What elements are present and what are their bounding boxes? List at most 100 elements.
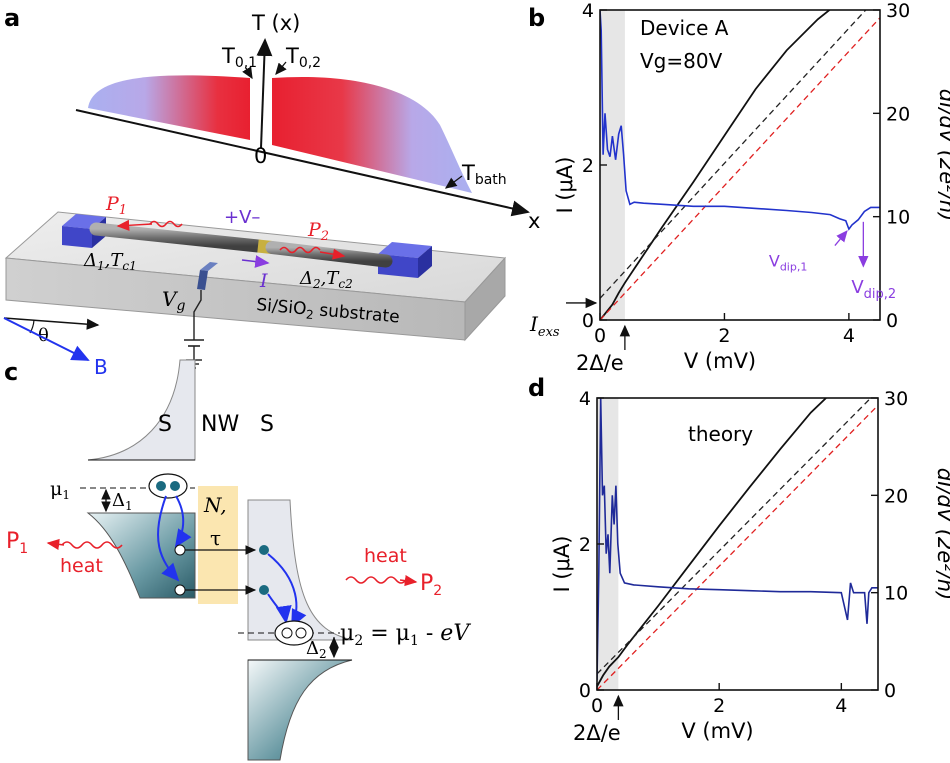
- theta-reference-line: [3, 317, 100, 330]
- x-tick-label: 4: [835, 695, 847, 717]
- heat-arrow-right: [399, 575, 418, 587]
- tau-label: τ: [210, 526, 221, 550]
- annotation-text: theory: [688, 422, 753, 446]
- electron-icon: [259, 585, 269, 595]
- voltage-label: +V–: [224, 207, 260, 228]
- n-label: N,: [203, 493, 227, 517]
- electron-icon: [156, 481, 166, 491]
- series-line-dashed-black: [597, 398, 872, 675]
- x-tick-label: 2: [713, 695, 725, 717]
- series-line-dashed-red: [597, 404, 878, 690]
- delta1-tc1-label: Δ1,Tc1: [83, 250, 137, 273]
- dip1-arrow: [834, 230, 848, 247]
- series-line-solid-blue: [600, 10, 880, 231]
- heat-label-right: heat: [364, 545, 407, 567]
- dip1-label: Vdip,1: [769, 251, 807, 273]
- series-line-solid-blue: [597, 398, 878, 681]
- current-label: I: [259, 270, 268, 292]
- series-line-solid: [597, 398, 828, 687]
- electron-icon: [170, 481, 180, 491]
- t02-arrow: [275, 61, 287, 75]
- t-axis-label: T (x): [251, 11, 300, 35]
- y-tick-label-left: 0: [582, 310, 594, 332]
- nanowire-right: [265, 241, 393, 268]
- p1-wiggle: [149, 220, 183, 228]
- hole-icon: [281, 627, 293, 639]
- substrate-side: [464, 256, 506, 342]
- left-s-label: S: [158, 412, 172, 437]
- right-upper-band: [247, 499, 353, 641]
- heat-arrow-left: [46, 538, 65, 550]
- panel-label-b: b: [528, 4, 545, 32]
- t01-arrow: [242, 66, 253, 80]
- panel-c: c S NW S N, τ μ1 Δ1: [4, 358, 471, 761]
- heat-wiggle-left: [61, 541, 123, 549]
- p1-label: P1: [105, 193, 127, 218]
- y-tick-label-left: 2: [582, 155, 594, 177]
- annotation-text: Device A: [640, 16, 729, 40]
- gap-label: 2Δ/e: [576, 351, 624, 375]
- hole-icon: [295, 627, 307, 639]
- y-axis-label-right: dI/dV (2e²/h): [933, 468, 950, 600]
- y-tick-label-right: 0: [886, 310, 898, 332]
- b-field-arrow: [3, 317, 90, 361]
- temperature-profile-right: [272, 76, 472, 193]
- gate-top: [200, 262, 218, 271]
- iexs-label: Iexs: [529, 312, 560, 340]
- t01-label: T0,1: [221, 44, 257, 71]
- y-tick-label-right: 30: [884, 388, 908, 410]
- temperature-profile-left: [88, 75, 250, 140]
- tbath-arrow: [444, 175, 463, 189]
- electron-icon: [259, 545, 269, 555]
- y-tick-label-right: 0: [884, 680, 896, 702]
- lead-right-top: [378, 242, 432, 258]
- vg-label: Vg: [162, 287, 185, 314]
- panel-label-d: d: [528, 374, 545, 402]
- y-tick-label-right: 20: [884, 485, 908, 507]
- hole-icon: [174, 584, 186, 596]
- panel-label-a: a: [4, 4, 20, 32]
- p2-arrow: [319, 248, 346, 260]
- series-line-solid: [600, 10, 831, 320]
- mu1-label: μ1: [50, 478, 70, 502]
- mu2-equation: μ2 = μ1 - eV: [340, 621, 471, 649]
- tbath-label: Tbath: [461, 161, 507, 188]
- series-line-dashed-black: [600, 10, 867, 299]
- lead-right-side: [418, 246, 432, 278]
- nw-label: NW: [201, 412, 239, 437]
- tunnel-arrow-2: [174, 495, 192, 548]
- t-axis-line: [256, 38, 273, 149]
- x-axis-label: V (mV): [681, 719, 753, 743]
- y-tick-label-right: 10: [884, 583, 908, 605]
- x-tick-label: 0: [594, 325, 606, 347]
- lead-left-front: [62, 226, 92, 248]
- p2-label-c: P2: [420, 571, 442, 599]
- p1-arrow: [116, 219, 153, 231]
- y-tick-label-left: 0: [579, 680, 591, 702]
- zero-label: 0: [254, 144, 267, 168]
- gap-label: 2Δ/e: [573, 721, 621, 745]
- right-s-label: S: [260, 412, 274, 437]
- p2-label: P2: [307, 219, 329, 244]
- theta-label: θ: [38, 325, 49, 346]
- x-axis-label: x: [528, 209, 540, 233]
- panel-a: a x T (x) 0 T0,1 T0,2 Tbath Si/SiO2 subs…: [3, 4, 540, 379]
- y-tick-label-right: 30: [886, 0, 910, 22]
- substrate-label: Si/SiO2 substrate: [255, 295, 400, 329]
- y-tick-label-left: 2: [579, 534, 591, 556]
- delta1-label-c: Δ1: [112, 490, 133, 513]
- heat-label-left: heat: [60, 555, 103, 577]
- tunnel-arrow-4: [267, 593, 292, 624]
- x-axis-line: [75, 109, 530, 217]
- heat-wiggle-right: [345, 576, 407, 584]
- t02-label: T0,2: [285, 44, 321, 71]
- gate-wire: [193, 290, 202, 340]
- cooper-pair-left: [148, 473, 188, 499]
- b-field-label: B: [94, 355, 108, 379]
- dip2-label: Vdip,2: [851, 277, 896, 302]
- p2-wiggle: [279, 246, 321, 254]
